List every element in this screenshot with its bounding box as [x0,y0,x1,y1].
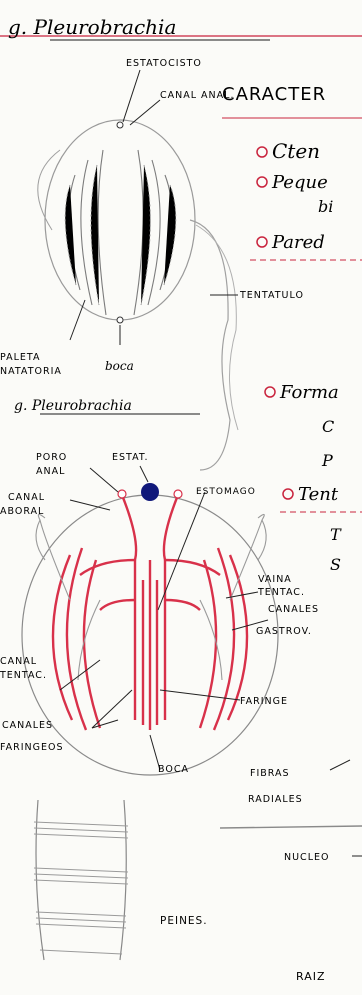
comb-cilia [34,822,128,954]
statocyst-dot [117,122,123,128]
label-estat: ESTAT. [112,452,149,463]
label-tentaculo: TENTATULO [239,290,304,301]
anal-pore-right [174,490,182,498]
comb-rows [69,150,173,315]
bullet-5 [283,489,293,499]
divider-line [220,826,362,828]
bullet-4 [265,387,275,397]
note-item-10: S [330,555,341,574]
label-fibras: FIBRAS RADIALES [248,768,303,805]
note-item-4: Pared [271,232,325,253]
label-boca-top: boca [105,359,134,373]
leader-canal-anal [130,100,160,125]
page-title: g. Pleurobrachia [8,15,176,39]
note-item-2: Peque [271,172,328,193]
right-tentacle [190,220,230,470]
anal-pore-left [118,490,126,498]
notes-heading: CARACTER [222,84,326,105]
label-canales-faringeos: CANALES FARINGEOS [0,720,63,753]
bottom-figure: NUCLEO PEINES. RAIZ [34,800,362,983]
label-paleta: PALETA NATATORIA [0,352,62,377]
bullet-1 [257,147,267,157]
label-peines: PEINES. [160,915,208,927]
label-canal-aboral: CANAL ABORAL [0,492,49,517]
comb-right-edge [120,800,126,960]
note-item-3: bi [318,197,333,216]
label-estatocisto: ESTATOCISTO [126,58,202,69]
note-item-5: Forma [279,382,339,403]
note-item-7: P [321,451,333,470]
note-item-9: T [330,525,342,544]
section-figure: PORO ANAL ESTAT. CANAL ABORAL ESTOMAGO V… [0,452,362,856]
leader-estatocisto [123,70,140,122]
title-block: g. Pleurobrachia [0,15,362,40]
section-leaders [60,466,362,856]
bullet-2 [257,177,267,187]
bullet-3 [257,237,267,247]
red-canals [53,495,247,730]
subtitle-block: g. Pleurobrachia [14,398,200,414]
label-canal-tentac: CANAL TENTAC. [0,656,47,681]
note-item-8: Tent [298,484,339,505]
label-boca-section: BOCA [158,764,189,775]
right-notes: CARACTER Cten Peque bi Pared Forma C P T… [222,84,362,574]
right-tentacle-inner [196,225,238,430]
mouth-dot [117,317,123,323]
label-raiz: RAIZ [296,970,326,983]
statocyst-blue [141,483,159,501]
label-estomago: ESTOMAGO [196,487,256,497]
page-subtitle: g. Pleurobrachia [14,398,132,414]
label-faringe: FARINGE [240,696,288,707]
label-vaina: VAINA TENTAC. [257,574,305,598]
label-poro-anal: PORO ANAL [36,452,71,477]
label-nucleo: NUCLEO [284,852,329,863]
note-item-1: Cten [272,139,320,163]
leader-paleta [70,300,85,340]
note-item-6: C [322,417,334,436]
